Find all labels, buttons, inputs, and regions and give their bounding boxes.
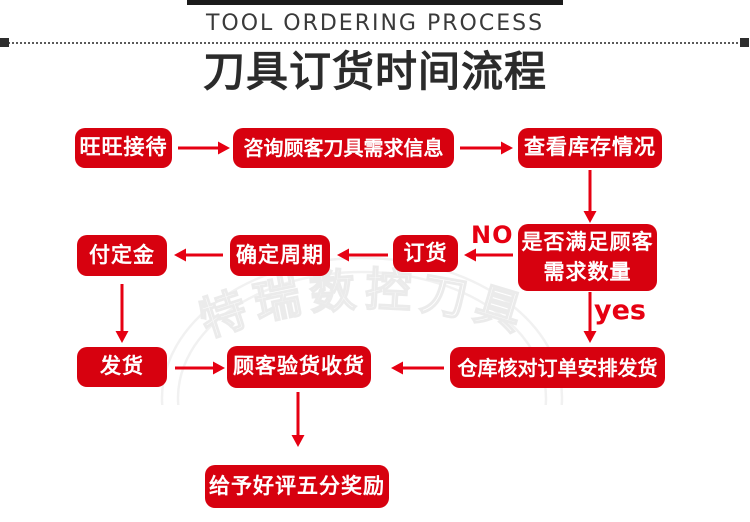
dotted-divider [8,42,742,44]
node-check-stock: 查看库存情况 [518,128,662,168]
node-ship-goods: 发货 [77,347,167,387]
node-give-five-star-review-reward: 给予好评五分奖励 [205,465,389,508]
node-warehouse-verify-arrange-shipping: 仓库核对订单安排发货 [450,347,665,388]
divider-right-square [740,38,749,47]
node-place-order: 订货 [393,235,458,272]
watermark-outer-ring [160,256,564,405]
node-confirm-cycle: 确定周期 [230,235,330,276]
arrow-cycle-to-deposit [174,248,223,262]
arrow-reception-to-ask [178,141,230,155]
page-title: 刀具订货时间流程 [202,47,547,96]
node-meet-demand-decision: 是否满足顾客 需求数量 [518,224,657,291]
divider-left-square [0,38,9,47]
english-title: TOOL ORDERING PROCESS [205,11,545,36]
arrow-ask-to-stock [460,141,513,155]
node-ask-customer-tool-needs: 咨询顾客刀具需求信息 [233,128,454,168]
arrow-decision-no-to-order [464,248,513,262]
node-wangwang-reception: 旺旺接待 [75,128,172,168]
node-customer-inspect-receive: 顾客验货收货 [227,346,371,388]
label-yes: yes [594,295,646,326]
arrow-decision-yes-to-warehouse [583,292,597,343]
top-black-bar [187,0,563,5]
arrow-order-to-cycle [337,248,388,262]
arrow-warehouse-to-inspect [391,361,444,375]
arrow-ship-to-inspect [175,361,225,375]
arrow-deposit-to-ship [115,284,129,343]
label-no: NO [471,221,514,249]
arrow-inspect-to-review [291,392,305,447]
node-pay-deposit: 付定金 [77,235,167,276]
arrow-stock-to-decision [583,170,597,223]
watermark-inner-ring [176,270,548,405]
